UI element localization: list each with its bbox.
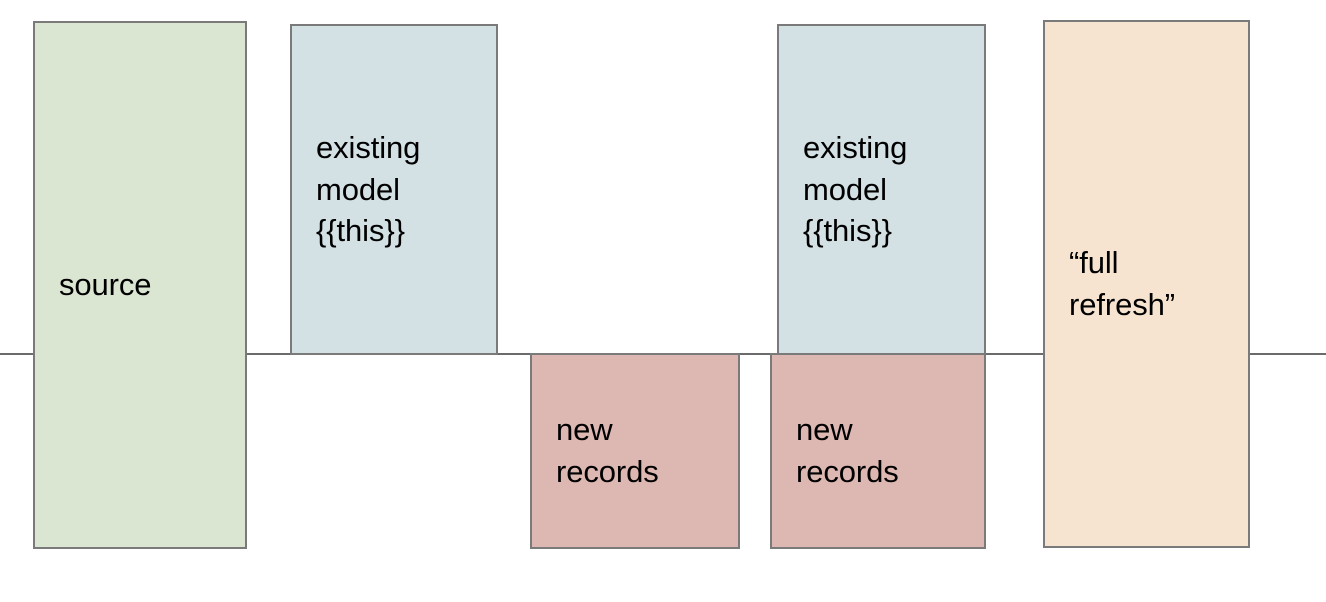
- node-existing-model-1-label: existing model {{this}}: [316, 129, 421, 249]
- node-existing-model-2-label: existing model {{this}}: [803, 129, 908, 249]
- node-source[interactable]: source: [33, 21, 247, 549]
- node-existing-model-2[interactable]: existing model {{this}}: [777, 24, 986, 355]
- node-existing-model-1[interactable]: existing model {{this}}: [290, 24, 498, 355]
- node-full-refresh[interactable]: “full refresh”: [1043, 20, 1250, 548]
- node-new-records-2[interactable]: new records: [770, 353, 986, 549]
- node-source-label: source: [59, 267, 152, 303]
- node-new-records-2-label: new records: [796, 412, 899, 489]
- node-new-records-1[interactable]: new records: [530, 353, 740, 549]
- node-full-refresh-label: “full refresh”: [1069, 245, 1176, 322]
- node-new-records-1-label: new records: [556, 412, 659, 489]
